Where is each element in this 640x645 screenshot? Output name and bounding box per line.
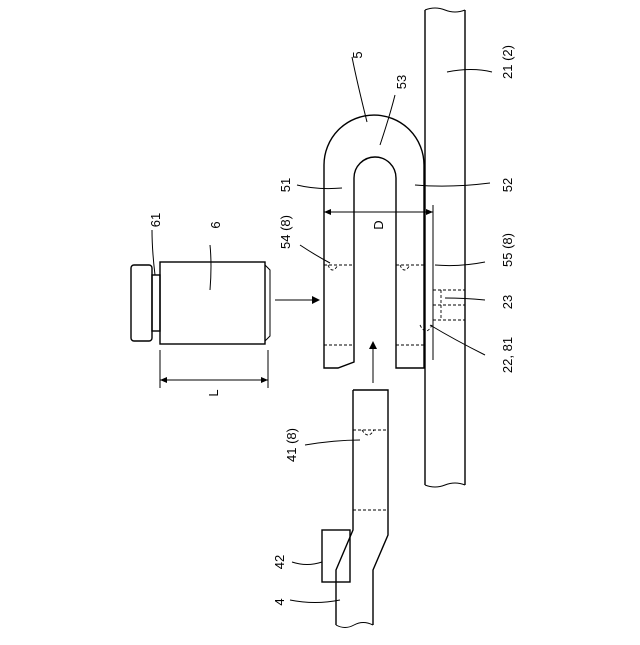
label-part22: 22, 81 bbox=[500, 337, 515, 373]
part-23-region bbox=[420, 265, 465, 345]
label-length: L bbox=[206, 389, 221, 396]
insertion-arrows bbox=[275, 296, 377, 383]
label-bend: 53 bbox=[394, 75, 409, 89]
label-plate: 21 (2) bbox=[500, 45, 515, 79]
label-assembly: 5 bbox=[350, 51, 365, 58]
u-member-5 bbox=[324, 115, 424, 368]
label-part23: 23 bbox=[500, 295, 515, 309]
leader-lines bbox=[152, 57, 492, 603]
label-depth: D bbox=[371, 220, 386, 229]
label-hole-right: 55 (8) bbox=[500, 233, 515, 267]
dimension-l bbox=[160, 350, 268, 388]
label-arm-hole: 41 (8) bbox=[284, 428, 299, 462]
label-tab: 42 bbox=[272, 555, 287, 569]
label-arm: 4 bbox=[272, 598, 287, 605]
arm-4 bbox=[322, 390, 388, 628]
pin-6 bbox=[131, 262, 270, 344]
label-hole-left: 54 (8) bbox=[278, 215, 293, 249]
label-pin: 6 bbox=[208, 221, 223, 228]
label-leg-right: 52 bbox=[500, 178, 515, 192]
label-leg-left: 51 bbox=[278, 178, 293, 192]
plate-21 bbox=[425, 8, 465, 487]
label-pin-head: 61 bbox=[148, 213, 163, 227]
